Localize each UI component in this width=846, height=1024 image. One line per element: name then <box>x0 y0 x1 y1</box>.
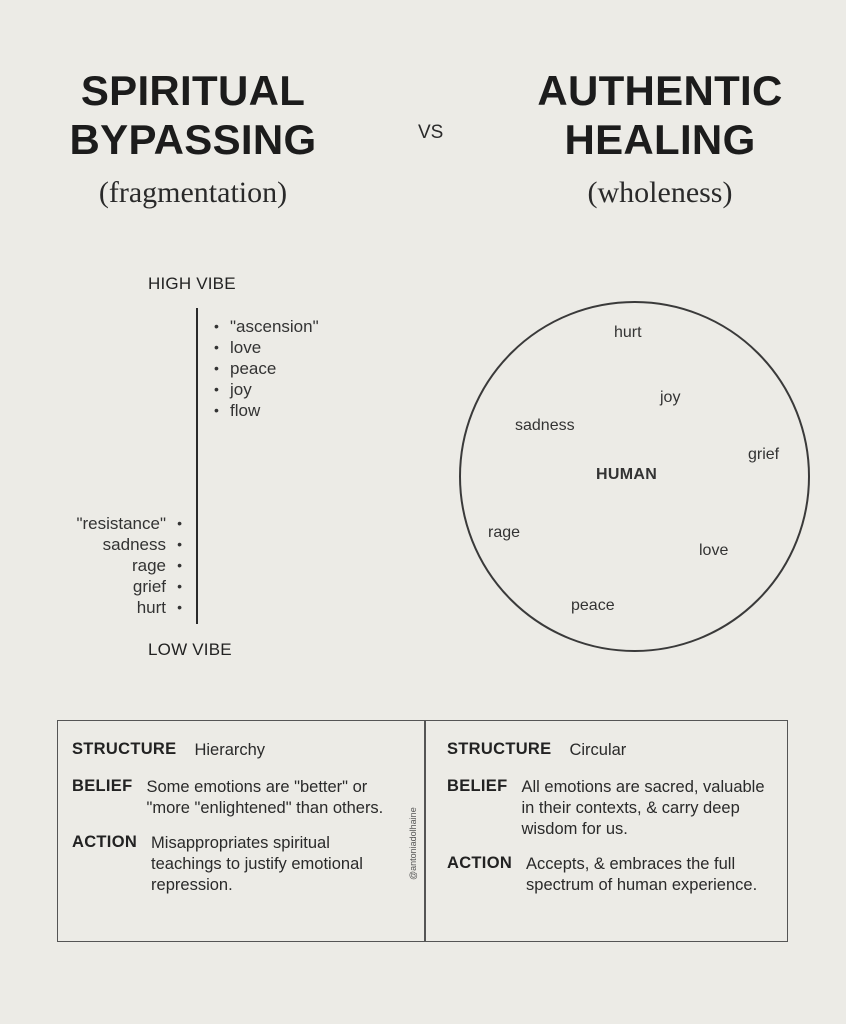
list-item: joy <box>214 379 319 400</box>
low-vibe-label: LOW VIBE <box>148 640 232 659</box>
belief-value: All emotions are sacred, valuable in the… <box>521 778 765 838</box>
circle-word-grief: grief <box>748 446 780 463</box>
list-item: flow <box>214 400 319 421</box>
belief-key: BELIEF <box>447 777 508 795</box>
list-item: "resistance" <box>76 513 182 534</box>
list-item: love <box>214 337 319 358</box>
hierarchy-axis-line <box>196 308 198 624</box>
table-right-cell: STRUCTURE Circular BELIEF All emotions a… <box>447 740 782 896</box>
list-item: sadness <box>76 534 182 555</box>
action-row: ACTION Accepts, & embraces the full spec… <box>447 854 782 896</box>
right-title-line2: HEALING <box>564 116 756 163</box>
table-divider <box>424 720 426 942</box>
author-handle: @antoniadolhaine <box>408 807 418 880</box>
circle-word-peace: peace <box>571 597 615 614</box>
left-subtitle: (fragmentation) <box>98 176 288 209</box>
right-title: AUTHENTIC HEALING <box>505 66 815 164</box>
list-item: rage <box>76 555 182 576</box>
left-title: SPIRITUAL BYPASSING <box>38 66 348 164</box>
circle-word-rage: rage <box>488 524 521 541</box>
list-item: peace <box>214 358 319 379</box>
belief-value: Some emotions are "better" or "more "enl… <box>146 778 384 817</box>
circle-word-hurt: hurt <box>614 324 642 341</box>
right-subtitle: (wholeness) <box>587 176 733 209</box>
list-item: grief <box>76 576 182 597</box>
right-title-line1: AUTHENTIC <box>537 67 783 114</box>
table-left-cell: STRUCTURE Hierarchy BELIEF Some emotions… <box>72 740 417 896</box>
action-value: Accepts, & embraces the full spectrum of… <box>526 855 758 894</box>
circle-word-love: love <box>699 542 729 559</box>
list-item: "ascension" <box>214 316 319 337</box>
low-vibe-list: "resistance" sadness rage grief hurt <box>76 513 182 618</box>
vs-label: VS <box>418 122 444 143</box>
wholeness-circle <box>459 301 810 652</box>
structure-key: STRUCTURE <box>72 740 177 758</box>
structure-value: Circular <box>569 741 627 759</box>
action-row: ACTION Misappropriates spiritual teachin… <box>72 833 417 896</box>
left-title-line1: SPIRITUAL <box>80 67 306 114</box>
circle-word-joy: joy <box>660 389 681 406</box>
circle-word-human: HUMAN <box>596 466 658 483</box>
structure-row: STRUCTURE Hierarchy <box>72 740 417 761</box>
belief-row: BELIEF Some emotions are "better" or "mo… <box>72 777 417 819</box>
circle-word-sadness: sadness <box>515 417 575 434</box>
high-vibe-label: HIGH VIBE <box>148 274 236 293</box>
action-key: ACTION <box>72 833 138 851</box>
belief-key: BELIEF <box>72 777 133 795</box>
structure-key: STRUCTURE <box>447 740 552 758</box>
action-value: Misappropriates spiritual teachings to j… <box>151 834 363 894</box>
high-vibe-list: "ascension" love peace joy flow <box>214 316 319 421</box>
structure-row: STRUCTURE Circular <box>447 740 782 761</box>
left-title-line2: BYPASSING <box>69 116 317 163</box>
action-key: ACTION <box>447 854 513 872</box>
list-item: hurt <box>76 597 182 618</box>
belief-row: BELIEF All emotions are sacred, valuable… <box>447 777 782 840</box>
structure-value: Hierarchy <box>194 741 266 759</box>
comparison-table <box>57 720 788 942</box>
